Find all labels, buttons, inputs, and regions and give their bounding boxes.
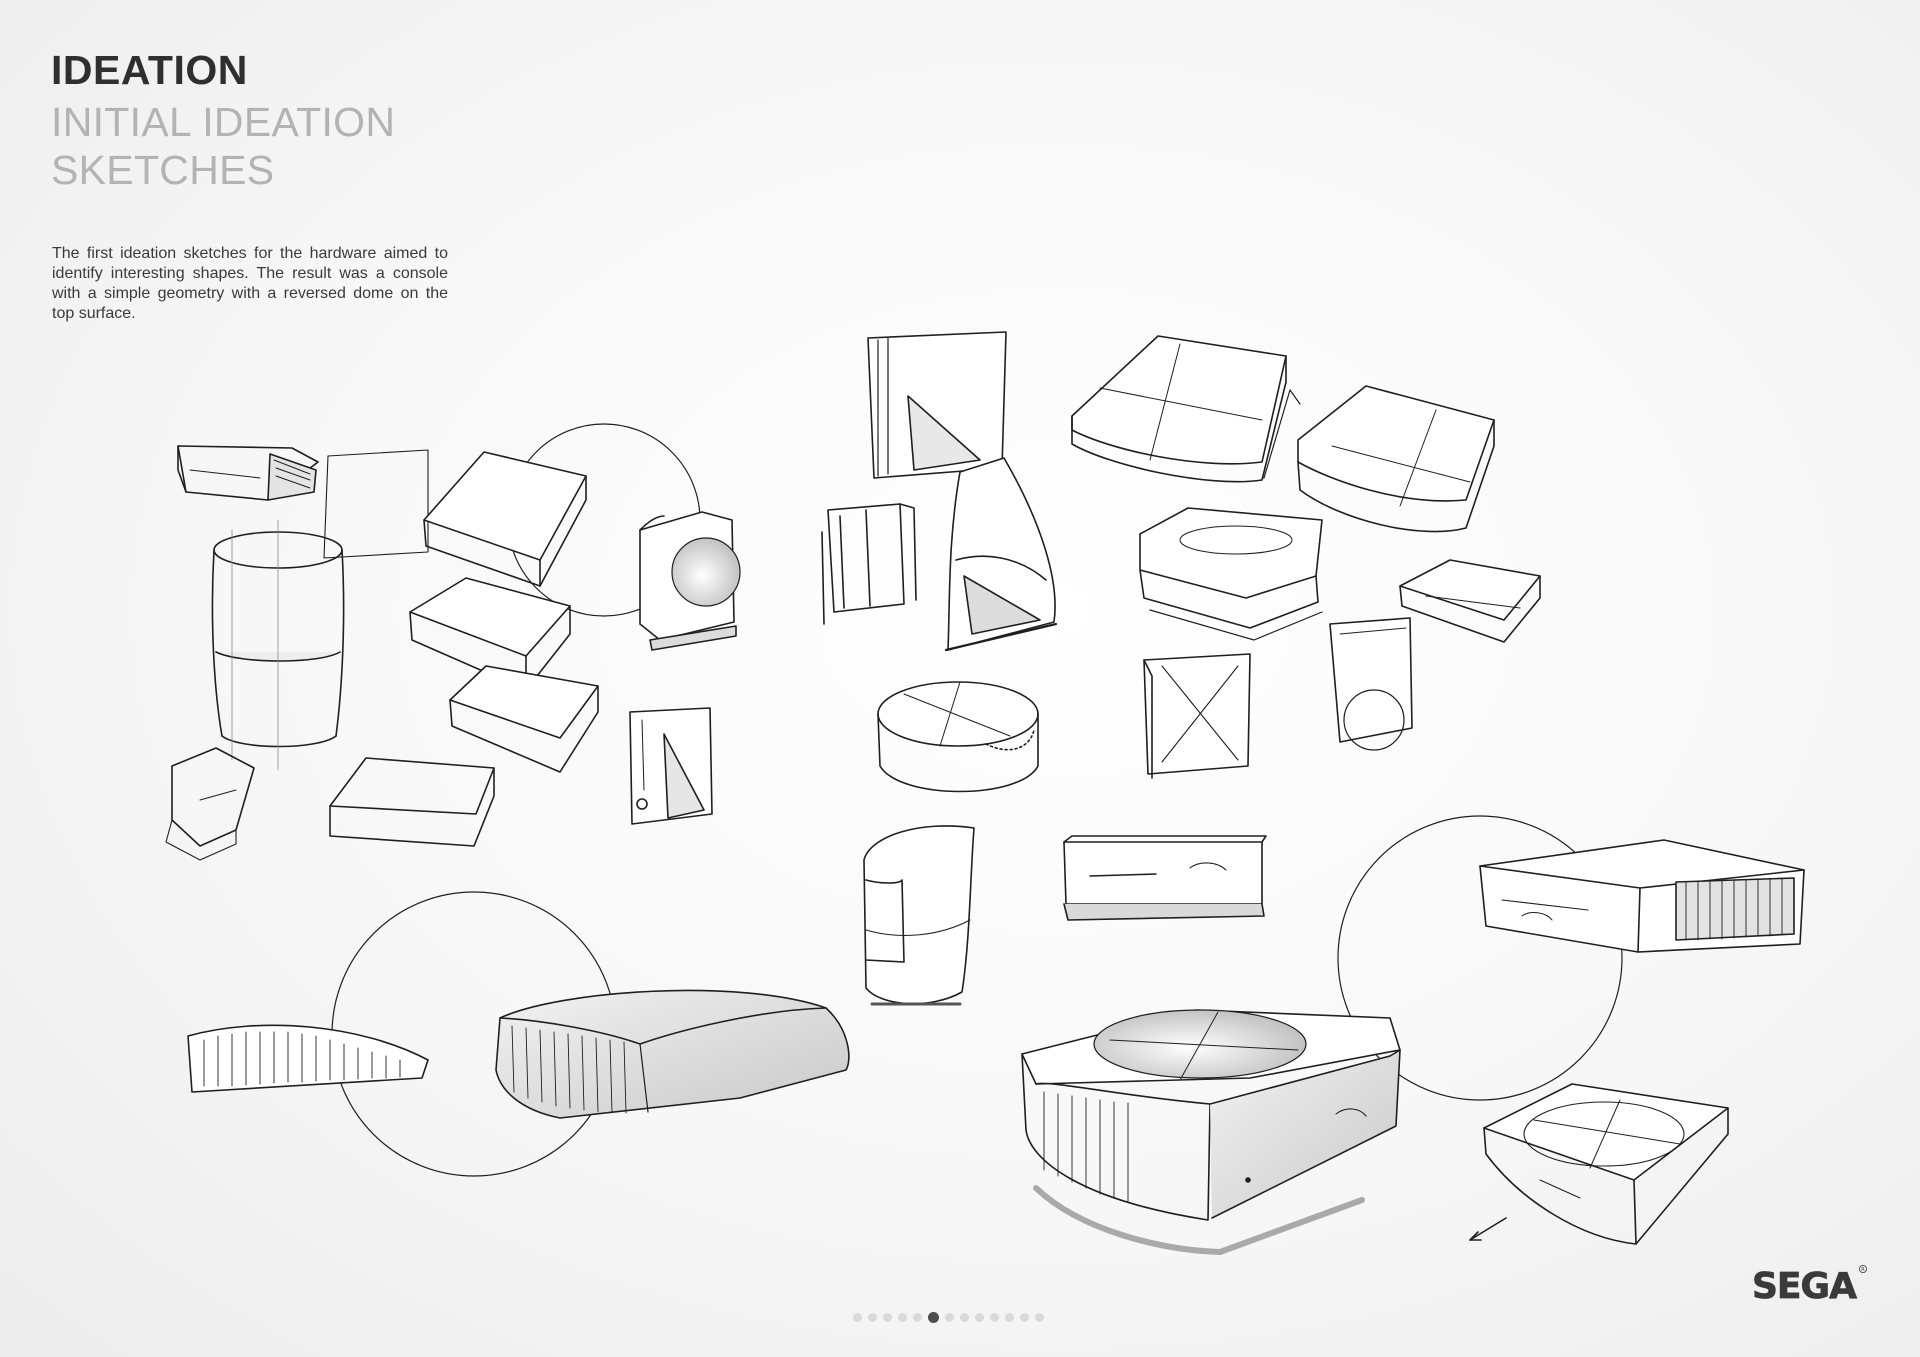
sketch-round-cake bbox=[877, 681, 1039, 793]
sketch-main-dome-console bbox=[1021, 1009, 1401, 1255]
sketch-slim-horizontal-console bbox=[1063, 835, 1267, 921]
sketch-pillow-console-shaded bbox=[495, 989, 850, 1119]
sega-logo: SEGA R bbox=[1752, 1265, 1868, 1306]
sketch-small-box bbox=[1399, 559, 1541, 643]
page-dot-7[interactable] bbox=[945, 1313, 954, 1322]
sega-logo-text: SEGA bbox=[1752, 1266, 1857, 1306]
page-dot-6-active[interactable] bbox=[928, 1312, 939, 1323]
sketch-wedge-vent bbox=[187, 1024, 429, 1093]
sketch-wavy-box bbox=[1139, 507, 1323, 641]
page-dot-9[interactable] bbox=[975, 1313, 984, 1322]
description-text: The first ideation sketches for the hard… bbox=[52, 245, 448, 322]
sketch-pillow-box-2 bbox=[1297, 385, 1495, 533]
page-dot-8[interactable] bbox=[960, 1313, 969, 1322]
page-pagination bbox=[853, 1312, 1044, 1323]
page-dot-4[interactable] bbox=[898, 1313, 907, 1322]
sketch-box-stack-1 bbox=[423, 451, 587, 587]
sketch-flat-tray bbox=[329, 757, 495, 847]
sketch-slim-console bbox=[177, 445, 319, 501]
sketch-dome-tower bbox=[639, 511, 741, 651]
page-dot-13[interactable] bbox=[1035, 1313, 1044, 1322]
page-dot-2[interactable] bbox=[868, 1313, 877, 1322]
sketch-pillow-box-1 bbox=[1071, 335, 1301, 483]
page-dot-10[interactable] bbox=[990, 1313, 999, 1322]
sketch-box-stack-3 bbox=[449, 665, 599, 773]
sketch-tall-capsule bbox=[863, 825, 975, 1006]
sketch-arch-console bbox=[944, 457, 1058, 652]
sketch-vertical-console bbox=[867, 331, 1007, 479]
page-header: IDEATION INITIAL IDEATION SKETCHES bbox=[51, 46, 511, 194]
sketch-small-dome-console bbox=[1483, 1083, 1729, 1245]
sketch-circle-large-3 bbox=[1337, 815, 1623, 1101]
sketch-cube-x bbox=[1143, 653, 1251, 779]
page-dot-1[interactable] bbox=[853, 1313, 862, 1322]
page-subtitle: INITIAL IDEATION SKETCHES bbox=[51, 99, 396, 193]
sketch-panel-card bbox=[323, 449, 429, 559]
page-dot-11[interactable] bbox=[1005, 1313, 1014, 1322]
sketch-cylinder-tall bbox=[211, 519, 345, 771]
svg-text:R: R bbox=[1861, 1267, 1865, 1273]
sketch-vent-console bbox=[1479, 839, 1805, 953]
page-dot-3[interactable] bbox=[883, 1313, 892, 1322]
sketch-cube-sphere bbox=[1329, 617, 1413, 751]
page-dot-12[interactable] bbox=[1020, 1313, 1029, 1322]
sketch-stacked-panels bbox=[821, 503, 917, 625]
sketch-folded-block bbox=[165, 747, 255, 861]
page-title: IDEATION bbox=[51, 47, 248, 93]
page-dot-5[interactable] bbox=[913, 1313, 922, 1322]
sketch-tower-triangle bbox=[629, 707, 713, 825]
arrow-sketch bbox=[1469, 1217, 1507, 1241]
